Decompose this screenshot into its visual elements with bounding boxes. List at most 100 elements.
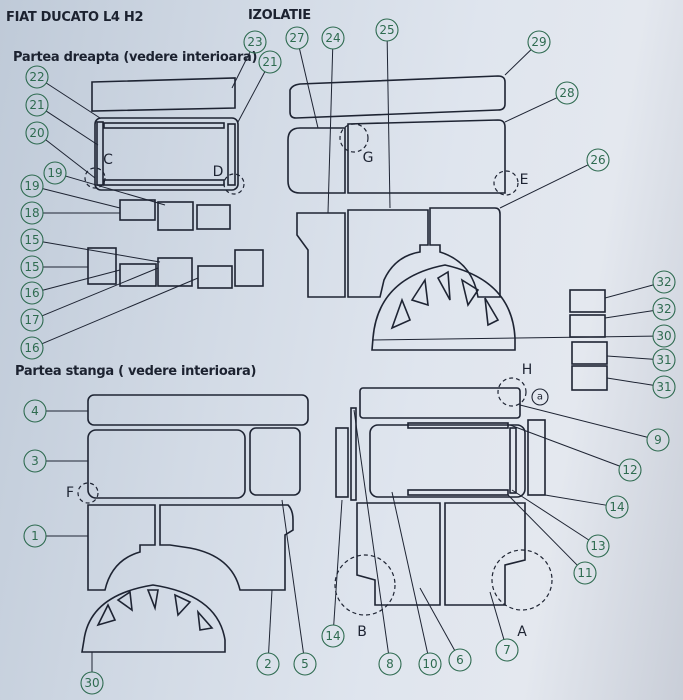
callout-number: 1 <box>31 529 39 543</box>
left-side-heading: Partea stanga ( vedere interioara) <box>15 364 257 379</box>
callout-number: 17 <box>24 313 39 327</box>
leader-line <box>419 587 456 651</box>
callout-number: 15 <box>24 233 39 247</box>
panel-29-strip <box>289 75 506 119</box>
callout-circle <box>605 495 629 519</box>
callout-25: 25 <box>375 18 399 209</box>
leader-line <box>42 188 121 209</box>
strip-12 <box>407 422 509 429</box>
leader-line <box>504 97 558 123</box>
callout-circle <box>23 399 47 423</box>
panel-7 <box>444 502 526 606</box>
piece-31a <box>571 341 608 365</box>
callout-4: 4 <box>23 399 88 423</box>
callout-8: 8 <box>353 409 402 676</box>
strip-bottom <box>103 179 225 186</box>
callout-circle <box>652 375 676 399</box>
panel-26 <box>429 207 501 298</box>
leader-line <box>45 110 99 146</box>
callout-circle <box>586 148 610 172</box>
callout-14: 14 <box>544 494 629 519</box>
callout-circle <box>418 652 442 676</box>
panel-24 <box>296 212 346 298</box>
callout-number: 12 <box>622 463 637 477</box>
callout-31: 31 <box>606 375 676 399</box>
callout-21: 21 <box>237 50 282 123</box>
leader-line <box>604 310 654 319</box>
callout-number: 32 <box>656 302 671 316</box>
callout-number: 31 <box>656 353 671 367</box>
callout-circle <box>378 652 402 676</box>
callout-20: 20 <box>25 121 96 179</box>
callout-number: 18 <box>24 206 39 220</box>
zone-marker-D: D <box>213 164 224 180</box>
leader-line <box>281 499 304 654</box>
callout-circle <box>652 324 676 348</box>
callout-16: 16 <box>20 269 121 305</box>
callout-15: 15 <box>20 228 161 263</box>
callout-11: 11 <box>507 494 597 585</box>
callout-circle <box>20 174 44 198</box>
leader-line <box>299 48 319 129</box>
zone-e <box>493 170 519 196</box>
callout-18: 18 <box>20 201 120 225</box>
panel-27 <box>287 127 346 194</box>
callout-number: 3 <box>31 454 39 468</box>
callout-number: 8 <box>386 657 394 671</box>
right-side-heading: Partea dreapta (vedere interioara) <box>13 50 258 65</box>
piece-16b <box>197 265 233 289</box>
callout-circle <box>25 93 49 117</box>
panel-inner <box>369 424 526 498</box>
callout-3: 3 <box>23 449 88 473</box>
callout-circle <box>573 561 597 585</box>
callout-5: 5 <box>281 499 317 676</box>
zone-d <box>223 173 245 195</box>
callout-number: 24 <box>325 31 340 45</box>
callout-circle <box>527 30 551 54</box>
panel-1 <box>87 504 156 591</box>
fan-piece-30 <box>371 264 516 351</box>
vehicle-title: FIAT DUCATO L4 H2 <box>6 10 144 25</box>
callout-number: 28 <box>559 86 574 100</box>
leader-line <box>489 591 505 640</box>
panel-28 <box>347 119 506 194</box>
callout-circle <box>20 308 44 332</box>
callout-32: 32 <box>604 297 676 321</box>
callout-28: 28 <box>504 81 579 123</box>
callout-26: 26 <box>499 148 610 209</box>
callout-circle <box>285 26 309 50</box>
panel-23-strip <box>91 77 236 112</box>
strip-top <box>103 122 225 129</box>
panel-6 <box>356 502 441 606</box>
callout-number: 25 <box>379 23 394 37</box>
strip-14-right <box>527 419 546 496</box>
leader-line <box>391 491 429 654</box>
callout-19: 19 <box>20 174 121 209</box>
callout-circle <box>618 458 642 482</box>
callout-number: 19 <box>24 179 39 193</box>
callout-number: 21 <box>29 98 44 112</box>
callout-circle <box>20 228 44 252</box>
piece-18c <box>196 204 231 230</box>
leader-line <box>65 175 166 206</box>
strip-21-right <box>227 123 236 186</box>
piece-32a <box>569 289 606 313</box>
leader-line <box>42 241 161 263</box>
strip-21-left <box>96 121 104 186</box>
callout-circle <box>375 18 399 42</box>
callout-6: 6 <box>419 587 472 672</box>
leader-line <box>509 424 620 467</box>
callout-9: 9 <box>519 404 670 452</box>
piece-16a <box>119 263 157 287</box>
callout-19: 19 <box>43 161 166 206</box>
callout-1: 1 <box>23 524 88 548</box>
callout-circle <box>256 652 280 676</box>
callout-31: 31 <box>606 348 676 372</box>
callout-number: 27 <box>289 31 304 45</box>
zone-g <box>339 123 369 153</box>
callout-10: 10 <box>391 491 442 676</box>
zone-f <box>77 482 99 504</box>
leader-line <box>499 164 589 209</box>
callout-27: 27 <box>285 26 319 129</box>
